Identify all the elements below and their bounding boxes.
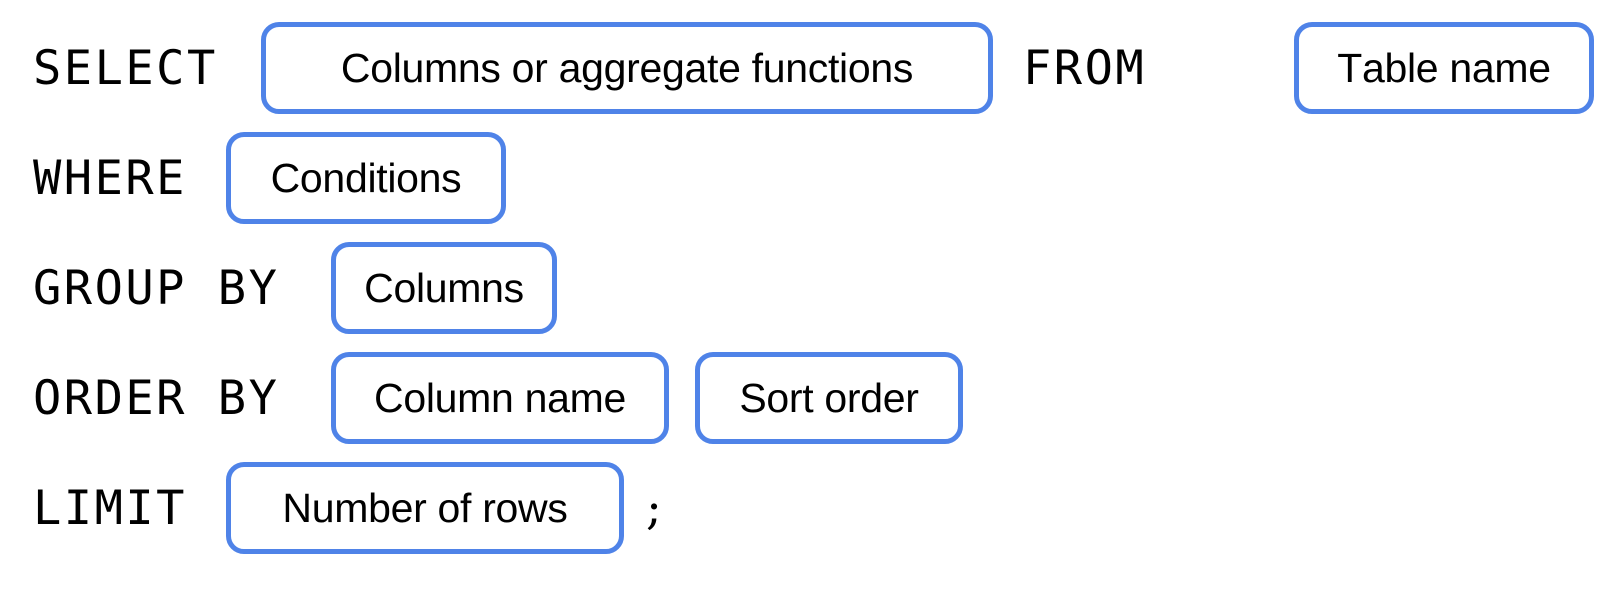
statement-terminator-semicolon: ;	[646, 480, 662, 536]
clause-row-select: SELECT Columns or aggregate functions FR…	[0, 13, 1594, 123]
clause-row-limit: LIMIT Number of rows ;	[0, 453, 662, 563]
slot-label: Columns or aggregate functions	[340, 44, 914, 91]
keyword-select: SELECT	[33, 40, 218, 96]
keyword-group-by: GROUP BY	[33, 260, 280, 316]
slot-table-name[interactable]: Table name	[1294, 22, 1594, 114]
slot-label: Column name	[374, 374, 626, 421]
keyword-where: WHERE	[33, 150, 187, 206]
clause-row-group-by: GROUP BY Columns	[0, 233, 557, 343]
slot-conditions[interactable]: Conditions	[226, 132, 506, 224]
slot-order-by-column-name[interactable]: Column name	[331, 352, 669, 444]
slot-number-of-rows[interactable]: Number of rows	[226, 462, 624, 554]
keyword-order-by: ORDER BY	[33, 370, 280, 426]
slot-sort-order[interactable]: Sort order	[695, 352, 963, 444]
clause-row-where: WHERE Conditions	[0, 123, 506, 233]
slot-columns-or-aggregate-functions[interactable]: Columns or aggregate functions	[261, 22, 993, 114]
slot-label: Conditions	[270, 154, 462, 201]
clause-row-order-by: ORDER BY Column name Sort order	[0, 343, 963, 453]
keyword-limit: LIMIT	[33, 480, 187, 536]
slot-label: Columns	[364, 264, 524, 311]
keyword-from: FROM	[1023, 40, 1147, 96]
slot-group-by-columns[interactable]: Columns	[331, 242, 557, 334]
slot-label: Number of rows	[282, 484, 568, 531]
slot-label: Table name	[1337, 44, 1551, 91]
slot-label: Sort order	[739, 374, 919, 421]
